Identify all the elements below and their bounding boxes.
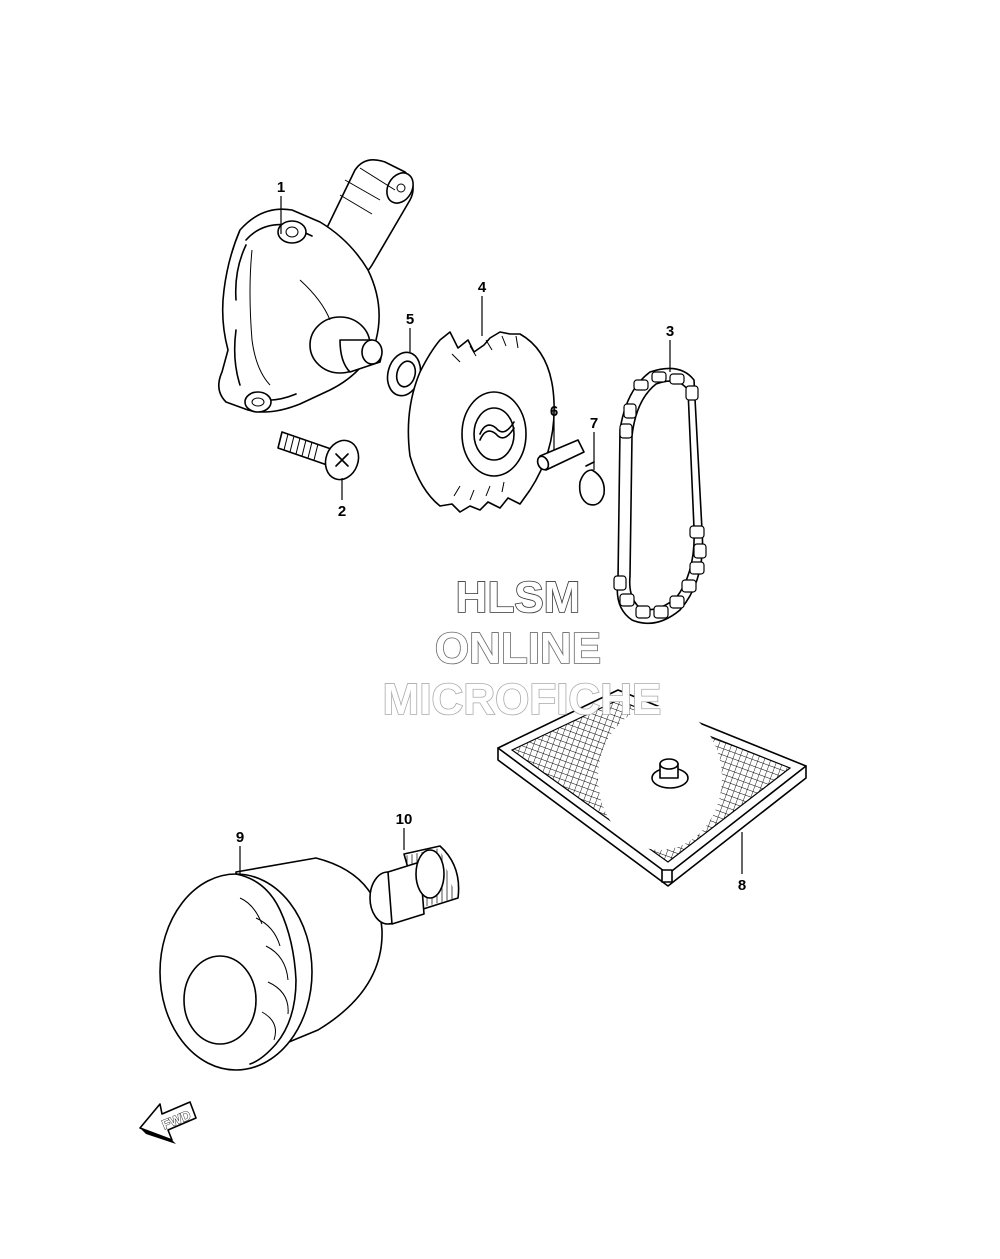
callout-10: 10	[396, 811, 413, 828]
fwd-arrow-icon	[139, 1101, 197, 1141]
callout-6: 6	[550, 403, 558, 420]
fwd-direction-arrow: FWD	[139, 1101, 197, 1144]
drive-chain	[613, 367, 707, 625]
oil-filter	[159, 857, 383, 1071]
watermark: HLSM ONLINE MICROFICHE	[382, 572, 662, 725]
callout-labels: 1 2 3 4 5 6 7 8 9 10	[236, 179, 746, 894]
callout-9: 9	[236, 829, 244, 846]
callout-2: 2	[338, 503, 346, 520]
oil-pump-body	[218, 159, 414, 413]
callout-5: 5	[406, 311, 414, 328]
callout-8: 8	[738, 877, 746, 894]
leader-lines	[239, 196, 743, 874]
oil-strainer	[497, 689, 807, 887]
threaded-fitting	[369, 845, 460, 925]
watermark-line-2: ONLINE	[435, 624, 601, 673]
pin	[536, 439, 585, 471]
fwd-label: FWD	[160, 1107, 193, 1132]
sprocket-gear	[407, 331, 555, 513]
watermark-line-3: MICROFICHE	[383, 675, 662, 724]
callout-1: 1	[277, 179, 285, 196]
callout-3: 3	[666, 323, 674, 340]
callout-4: 4	[478, 279, 487, 296]
circlip	[578, 461, 606, 506]
watermark-line-1: HLSM	[456, 573, 581, 622]
callout-7: 7	[590, 415, 598, 432]
bolt	[277, 431, 360, 481]
